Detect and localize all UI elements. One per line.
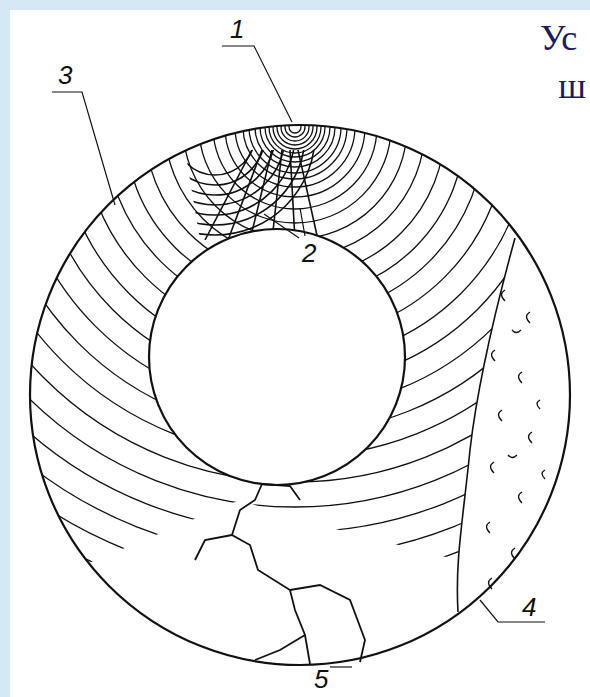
callout-number: 4	[522, 594, 536, 620]
beach-marks	[0, 0, 590, 632]
rupture-texture	[487, 290, 546, 589]
callout-number: 1	[230, 16, 244, 42]
title-fragment: ш	[558, 68, 586, 104]
callout-number: 5	[314, 666, 328, 692]
title-fragment: Ус	[540, 20, 577, 56]
callout-number: 2	[302, 240, 316, 266]
shaft-outline	[30, 125, 570, 665]
final-rupture-boundary	[457, 238, 515, 612]
slide-ground	[10, 10, 590, 697]
leader-lines	[52, 46, 545, 667]
crack-lines	[195, 484, 365, 664]
bore-outline	[149, 229, 405, 485]
callout-number: 3	[58, 62, 72, 88]
